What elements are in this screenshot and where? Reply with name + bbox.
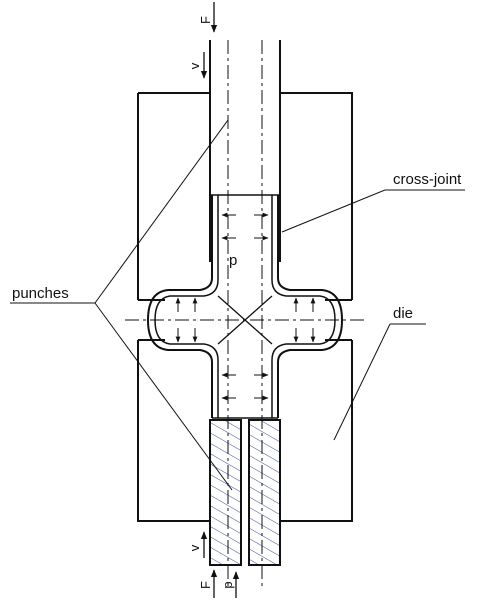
die-label: die bbox=[393, 305, 413, 322]
force-arrows bbox=[200, 2, 240, 598]
velocity-top-symbol: v bbox=[187, 62, 202, 69]
velocity-bottom-symbol: v bbox=[187, 544, 202, 551]
force-top-symbol: F bbox=[198, 16, 213, 24]
pressure-bottom-symbol: p bbox=[220, 581, 235, 588]
upper-punch bbox=[209, 40, 281, 196]
punches-label: punches bbox=[12, 285, 69, 302]
center-lines bbox=[125, 40, 365, 590]
pressure-arrows bbox=[175, 212, 316, 401]
leader-lines bbox=[10, 119, 465, 491]
lower-punch bbox=[209, 419, 281, 566]
die-outline bbox=[137, 92, 353, 522]
force-bottom-symbol: F bbox=[198, 581, 213, 589]
pressure-label: p bbox=[229, 252, 237, 269]
cross-joint-label: cross-joint bbox=[393, 171, 462, 188]
